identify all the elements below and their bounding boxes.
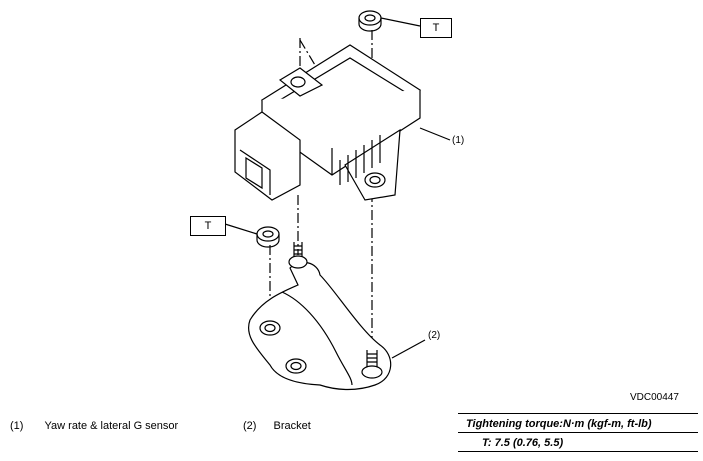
legend-item-bracket: (2) Bracket bbox=[243, 420, 311, 432]
figure-code: VDC00447 bbox=[630, 392, 679, 403]
torque-marker-top: T bbox=[420, 18, 452, 38]
nut-left bbox=[256, 226, 280, 248]
legend-number: (1) bbox=[10, 420, 24, 432]
callout-bracket: (2) bbox=[428, 330, 441, 341]
nut-top bbox=[358, 10, 382, 32]
legend-item-sensor: (1) Yaw rate & lateral G sensor bbox=[10, 420, 178, 432]
bracket bbox=[248, 242, 392, 391]
torque-table-header: Tightening torque:N·m (kgf-m, ft-lb) bbox=[458, 414, 698, 433]
legend-label: Yaw rate & lateral G sensor bbox=[44, 420, 179, 432]
torque-table-value: T: 7.5 (0.76, 5.5) bbox=[458, 433, 698, 452]
legend-number: (2) bbox=[243, 420, 257, 432]
yaw-rate-sensor bbox=[234, 44, 422, 201]
torque-table: Tightening torque:N·m (kgf-m, ft-lb) T: … bbox=[458, 413, 698, 452]
callout-sensor: (1) bbox=[452, 135, 465, 146]
torque-marker-left: T bbox=[190, 216, 226, 236]
legend-label: Bracket bbox=[273, 420, 311, 432]
